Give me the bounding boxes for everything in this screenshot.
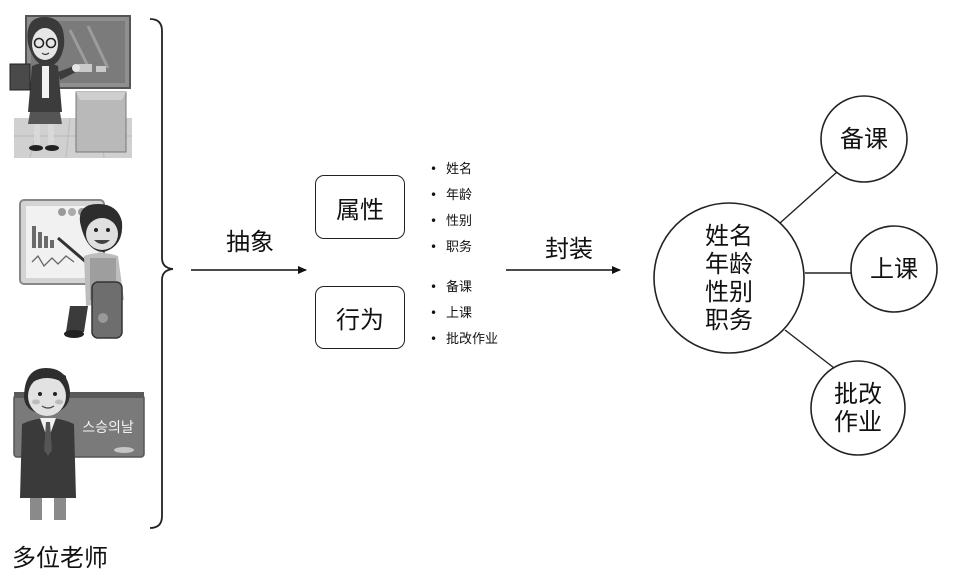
method-grade-line: 批改	[834, 379, 882, 408]
object-attr-line: 年龄	[705, 249, 753, 278]
teacher-illustration-1	[9, 15, 132, 159]
behaviors-label: 行为	[336, 306, 384, 334]
attributes-list: 姓名 年龄 性别 职务	[430, 156, 472, 260]
abstraction-label: 抽象	[226, 228, 274, 256]
attributes-box: 属性	[315, 175, 405, 239]
method-grade: 批改 作业	[811, 361, 905, 455]
method-circle-prepare	[820, 95, 908, 183]
list-item: 性别	[430, 208, 472, 234]
attributes-label: 属性	[336, 195, 384, 224]
list-item: 职务	[430, 234, 472, 260]
teachers-caption: 多位老师	[12, 544, 108, 572]
teacher-illustration-3: 스승의날	[13, 368, 145, 520]
method-prepare-label: 备课	[840, 124, 888, 153]
method-circle-teach	[850, 225, 938, 313]
behaviors-list: 备课 上课 批改作业	[430, 274, 498, 352]
method-teach-label: 上课	[870, 254, 918, 283]
method-circle-grade	[810, 360, 906, 456]
method-prepare: 备课	[821, 96, 907, 182]
connector-grade	[784, 329, 839, 372]
method-grade-line: 作业	[834, 408, 882, 436]
board-text: 스승의날	[82, 420, 134, 436]
object-circle	[653, 202, 805, 354]
method-teach: 上课	[851, 226, 937, 312]
teacher-illustration-2	[19, 199, 124, 339]
list-item: 备课	[430, 274, 498, 300]
grouping-brace	[149, 18, 174, 529]
object-attr-line: 职务	[705, 306, 753, 335]
encapsulation-label: 封装	[545, 235, 593, 263]
behaviors-box: 行为	[315, 286, 405, 349]
list-item: 批改作业	[430, 326, 498, 352]
object-attr-line: 性别	[705, 278, 753, 306]
object-attr-line: 姓名	[705, 221, 753, 250]
connector-prepare	[779, 171, 838, 224]
list-item: 上课	[430, 300, 498, 326]
list-item: 年龄	[430, 182, 472, 208]
object-attributes: 姓名 年龄 性别 职务	[654, 203, 804, 353]
list-item: 姓名	[430, 156, 472, 182]
